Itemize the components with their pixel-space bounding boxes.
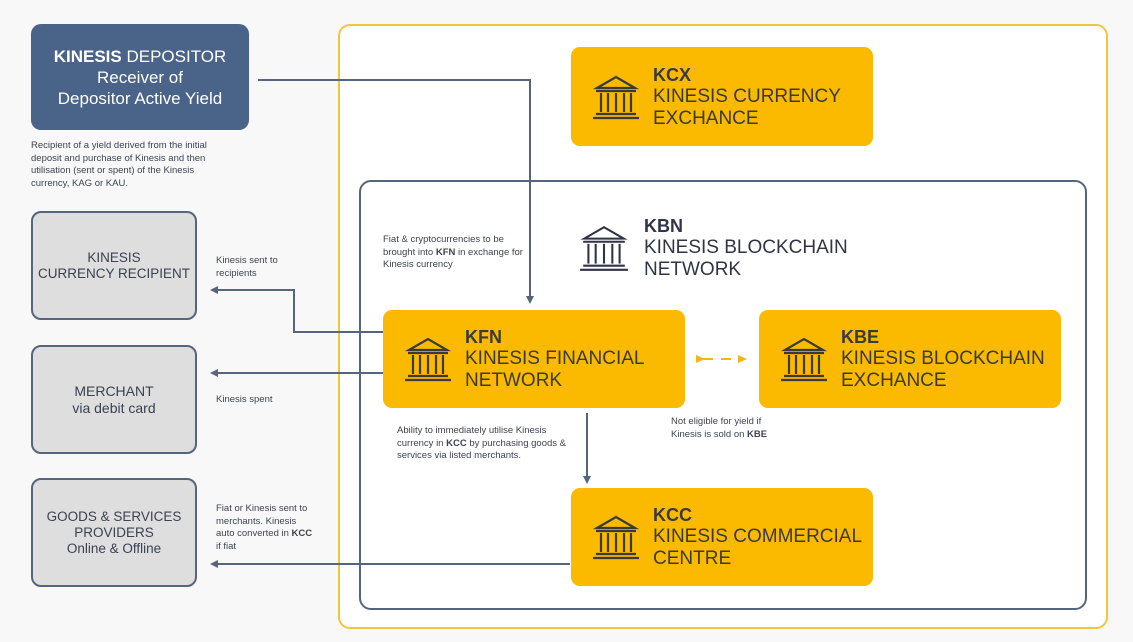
note-text: if fiat <box>216 540 237 552</box>
kbn-name-2: NETWORK <box>644 259 742 280</box>
fiat-in-note: Fiat & cryptocurrencies to be brought in… <box>383 234 523 272</box>
kfn-name-1: KINESIS FINANCIAL <box>465 348 645 369</box>
goods-line-3: Online & Offline <box>66 540 162 556</box>
kfn-code: KFN <box>465 327 502 347</box>
kbe-name-2: EXCHANCE <box>841 370 947 391</box>
depositor-note: Recipient of a yield derived from the in… <box>31 140 207 189</box>
kbe-name-1: KINESIS BLOCKCHAIN <box>841 348 1045 369</box>
kbn-code: KBN <box>644 216 683 236</box>
depositor-to-kfn-connector <box>258 79 534 304</box>
note-text: Ability to immediately utilise Kinesis c… <box>397 425 547 449</box>
kfn-label: KFN KINESIS FINANCIAL NETWORK <box>465 326 645 392</box>
kcx-box: KCX KINESIS CURRENCY EXCHANCE <box>571 47 873 146</box>
kcx-label: KCX KINESIS CURRENCY EXCHANCE <box>653 64 841 130</box>
kbn-name-1: KINESIS BLOCKCHAIN <box>644 237 848 258</box>
bank-building-icon <box>580 225 628 271</box>
kfn-box: KFN KINESIS FINANCIAL NETWORK <box>383 310 685 408</box>
note-bold: KCC <box>446 437 467 449</box>
depositor-subtitle-2: Depositor Active Yield <box>57 88 223 108</box>
bank-building-icon <box>592 515 640 560</box>
merchant-box: MERCHANT via debit card <box>31 345 197 454</box>
kcc-utilise-note: Ability to immediately utilise Kinesis c… <box>397 425 572 463</box>
goods-line-2: PROVIDERS <box>74 524 154 540</box>
not-eligible-note: Not eligible for yield if Kinesis is sol… <box>671 416 791 441</box>
note-text: Fiat & cryptocurrencies to be brought in… <box>383 234 504 258</box>
kcc-name-1: KINESIS COMMERCIAL <box>653 526 863 547</box>
note-text: Fiat or Kinesis sent to merchants. Kines… <box>216 503 308 539</box>
kbn-header: KBN KINESIS BLOCKCHAIN NETWORK <box>578 215 848 281</box>
kbe-code: KBE <box>841 327 880 347</box>
note-text: Not eligible for yield if Kinesis is sol… <box>671 416 762 440</box>
kcx-code: KCX <box>653 64 692 85</box>
kcx-name-2: EXCHANCE <box>653 107 759 129</box>
note-bold: KFN <box>435 246 456 258</box>
kinesis-depositor-box: KINESIS DEPOSITOR Receiver of Depositor … <box>31 24 249 130</box>
kbe-label: KBE KINESIS BLOCKCHAIN EXCHANCE <box>841 326 1045 392</box>
kcc-box: KCC KINESIS COMMERCIAL CENTRE <box>571 488 873 586</box>
depositor-subtitle-1: Receiver of <box>97 67 183 87</box>
kfn-to-recipient-connector <box>210 286 383 333</box>
depositor-title-bold: KINESIS <box>53 46 122 66</box>
bank-building-icon <box>592 75 640 119</box>
recipient-line-2: CURRENCY RECIPIENT <box>37 265 191 281</box>
kinesis-currency-recipient-box: KINESIS CURRENCY RECIPIENT <box>31 211 197 320</box>
recipient-line-1: KINESIS <box>87 249 141 265</box>
merchant-line-2: via debit card <box>72 399 156 416</box>
sent-to-recipients-note: Kinesis sent to recipients <box>216 255 278 279</box>
fiat-to-merchants-note: Fiat or Kinesis sent to merchants. Kines… <box>216 503 316 553</box>
depositor-title-rest: DEPOSITOR <box>121 46 227 66</box>
kfn-name-2: NETWORK <box>465 370 563 391</box>
note-text: in exchange for Kinesis currency <box>383 246 523 271</box>
goods-services-providers-box: GOODS & SERVICES PROVIDERS Online & Offl… <box>31 478 197 587</box>
kcx-name-1: KINESIS CURRENCY <box>653 85 841 107</box>
kcc-code: KCC <box>653 505 692 525</box>
kcc-label: KCC KINESIS COMMERCIAL CENTRE <box>653 504 862 570</box>
bank-building-icon <box>780 337 828 382</box>
kinesis-spent-note: Kinesis spent <box>216 394 273 405</box>
kcc-name-2: CENTRE <box>653 548 732 569</box>
kbe-box: KBE KINESIS BLOCKCHAIN EXCHANCE <box>759 310 1061 408</box>
note-text: by purchasing goods & services via liste… <box>397 437 566 462</box>
bank-building-icon <box>404 337 452 382</box>
note-bold: KBE <box>747 428 768 440</box>
goods-line-1: GOODS & SERVICES <box>46 508 182 524</box>
kbn-label: KBN KINESIS BLOCKCHAIN NETWORK <box>644 215 848 281</box>
note-bold: KCC <box>291 528 313 539</box>
merchant-line-1: MERCHANT <box>74 382 154 399</box>
depositor-title: KINESIS DEPOSITOR <box>54 46 227 67</box>
